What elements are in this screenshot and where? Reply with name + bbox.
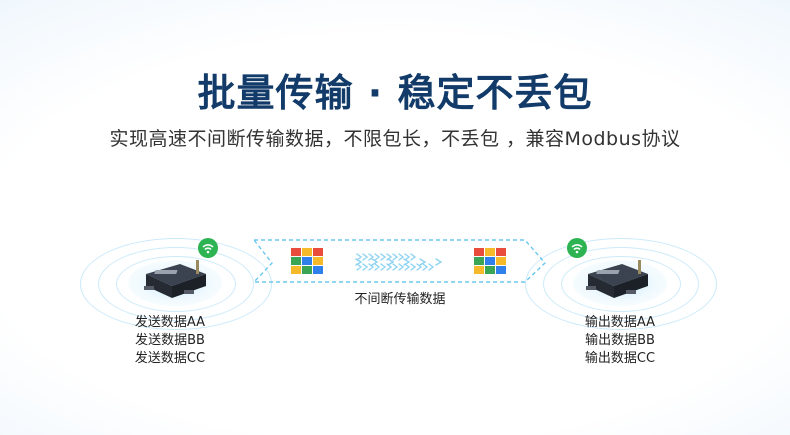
sender-data-line: 发送数据CC xyxy=(134,351,206,366)
sender-data-line: 发送数据BB xyxy=(135,333,205,348)
receiver-wifi-badge xyxy=(567,238,587,258)
data-packet-icon xyxy=(474,248,506,274)
data-packet-icon xyxy=(291,248,323,274)
receiver-data-line: 输出数据BB xyxy=(585,333,655,348)
receiver-data-list: 输出数据AA 输出数据BB 输出数据CC xyxy=(572,314,668,368)
page-title: 批量传输 · 稳定不丢包 xyxy=(197,71,593,115)
sender-data-line: 发送数据AA xyxy=(134,315,206,330)
receiver-device-image xyxy=(586,260,648,298)
sender-device-image xyxy=(144,260,206,298)
receiver-data-line: 输出数据CC xyxy=(584,351,656,366)
flow-arrows-icon xyxy=(355,253,443,271)
sender-wifi-badge xyxy=(198,238,218,258)
wifi-icon xyxy=(571,244,583,254)
receiver-data-line: 输出数据AA xyxy=(584,315,656,330)
sender-data-list: 发送数据AA 发送数据BB 发送数据CC xyxy=(122,314,218,368)
transmission-label: 不间断传输数据 xyxy=(354,292,446,307)
wifi-icon xyxy=(202,244,214,254)
page-subtitle: 实现高速不间断传输数据，不限包长，不丢包 ，兼容Modbus协议 xyxy=(109,128,681,150)
